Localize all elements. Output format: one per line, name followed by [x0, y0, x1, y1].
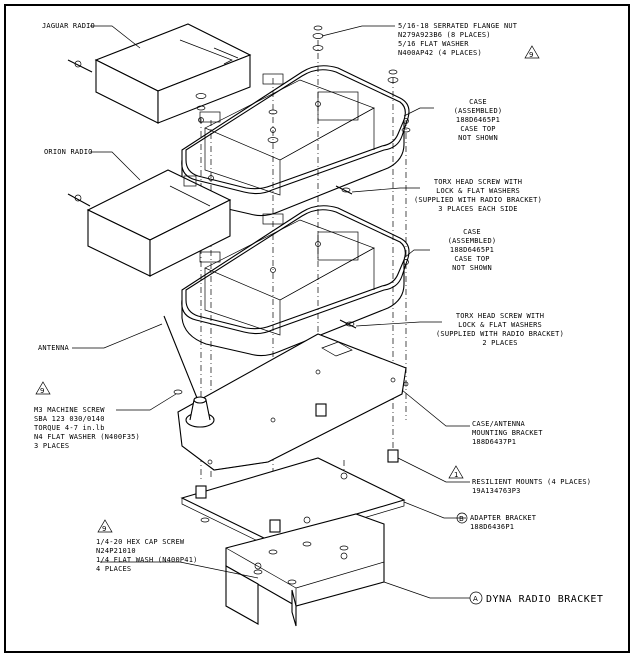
case1-label-3: 188D6465P1: [456, 116, 500, 124]
antenna-label: ANTENNA: [38, 344, 69, 352]
lower-case: [181, 205, 410, 357]
hexcap-ref-triangle: [97, 519, 113, 533]
fastener-stacks: [173, 25, 411, 585]
m3-label-4: N4 FLAT WASHER (N400F35): [34, 433, 140, 441]
m3-label-3: TORQUE 4-7 in.lb: [34, 424, 105, 432]
torx1-label-3: (SUPPLIED WITH RADIO BRACKET): [414, 196, 542, 204]
torx1-label-4: 3 PLACES EACH SIDE: [438, 205, 517, 213]
hexcap-label-3: 1/4 FLAT WASH (N400P41): [96, 556, 198, 564]
case-antenna-label-2: MOUNTING BRACKET: [472, 429, 543, 437]
nut-label-2: N279A923B6 (8 PLACES): [398, 31, 491, 39]
orion-radio-box: [67, 169, 232, 277]
nut-ref: 9: [529, 51, 533, 59]
nut-label-3: 5/16 FLAT WASHER: [398, 40, 469, 48]
adapter-label-2: 188D6436P1: [470, 523, 514, 531]
nut-ref-triangle: [524, 45, 540, 59]
jaguar-radio-box: [67, 23, 252, 124]
torx1-label-2: LOCK & FLAT WASHERS: [436, 187, 520, 195]
jaguar-radio-label: JAGUAR RADIO: [42, 22, 95, 30]
reference-symbols: 9 9 1 B 9 A: [35, 45, 540, 605]
hexcap-label-2: N24P21010: [96, 547, 136, 555]
case2-label-4: CASE TOP: [454, 255, 489, 263]
m3-label-5: 3 PLACES: [34, 442, 69, 450]
adapter-ref-circle: [456, 512, 468, 524]
torx2-label-1: TORX HEAD SCREW WITH: [456, 312, 544, 320]
torx2-label-4: 2 PLACES: [482, 339, 517, 347]
resilient-label-2: 19A134763P3: [472, 487, 521, 495]
case1-label-4: CASE TOP: [460, 125, 495, 133]
antenna: [163, 315, 198, 399]
case2-label-5: NOT SHOWN: [452, 264, 492, 272]
leader-lines: [72, 25, 470, 599]
case1-label-2: (ASSEMBLED): [454, 107, 503, 115]
hexcap-label-1: 1/4-20 HEX CAP SCREW: [96, 538, 185, 546]
case1-label-1: CASE: [469, 98, 487, 106]
orion-radio-label: ORION RADIO: [44, 148, 93, 156]
resilient-ref-triangle: [448, 465, 464, 479]
drawing-title: DYNA RADIO BRACKET: [486, 594, 603, 605]
resilient-ref: 1: [454, 471, 458, 479]
resilient-label-1: RESILIENT MOUNTS (4 PLACES): [472, 478, 591, 486]
mounting-bracket-plate: [177, 333, 409, 471]
dyna-radio-bracket-body: [225, 513, 385, 627]
nut-label-1: 5/16-18 SERRATED FLANGE NUT: [398, 22, 518, 30]
adapter-ref: B: [459, 515, 464, 523]
case2-label-2: (ASSEMBLED): [448, 237, 497, 245]
case2-label-1: CASE: [463, 228, 481, 236]
nut-label-4: N400AP42 (4 PLACES): [398, 49, 482, 57]
hexcap-ref: 9: [102, 525, 106, 533]
adapter-label-1: ADAPTER BRACKET: [470, 514, 537, 522]
hexcap-label-4: 4 PLACES: [96, 565, 131, 573]
torx2-label-2: LOCK & FLAT WASHERS: [458, 321, 542, 329]
case1-label-5: NOT SHOWN: [458, 134, 498, 142]
case2-label-3: 188D6465P1: [450, 246, 494, 254]
m3-label-1: M3 MACHINE SCREW: [34, 406, 105, 414]
title-ref-circle: [469, 591, 483, 605]
callout-labels: JAGUAR RADIO ORION RADIO ANTENNA 5/16-18…: [34, 22, 603, 605]
case-antenna-label-3: 188D6437P1: [472, 438, 516, 446]
m3-ref: 9: [40, 387, 44, 395]
m3-ref-triangle: [35, 381, 51, 395]
m3-label-2: SBA 123 030/0140: [34, 415, 105, 423]
torx1-label-1: TORX HEAD SCREW WITH: [434, 178, 522, 186]
torx2-label-3: (SUPPLIED WITH RADIO BRACKET): [436, 330, 564, 338]
case-antenna-label-1: CASE/ANTENNA: [472, 420, 526, 428]
title-ref: A: [473, 595, 478, 603]
